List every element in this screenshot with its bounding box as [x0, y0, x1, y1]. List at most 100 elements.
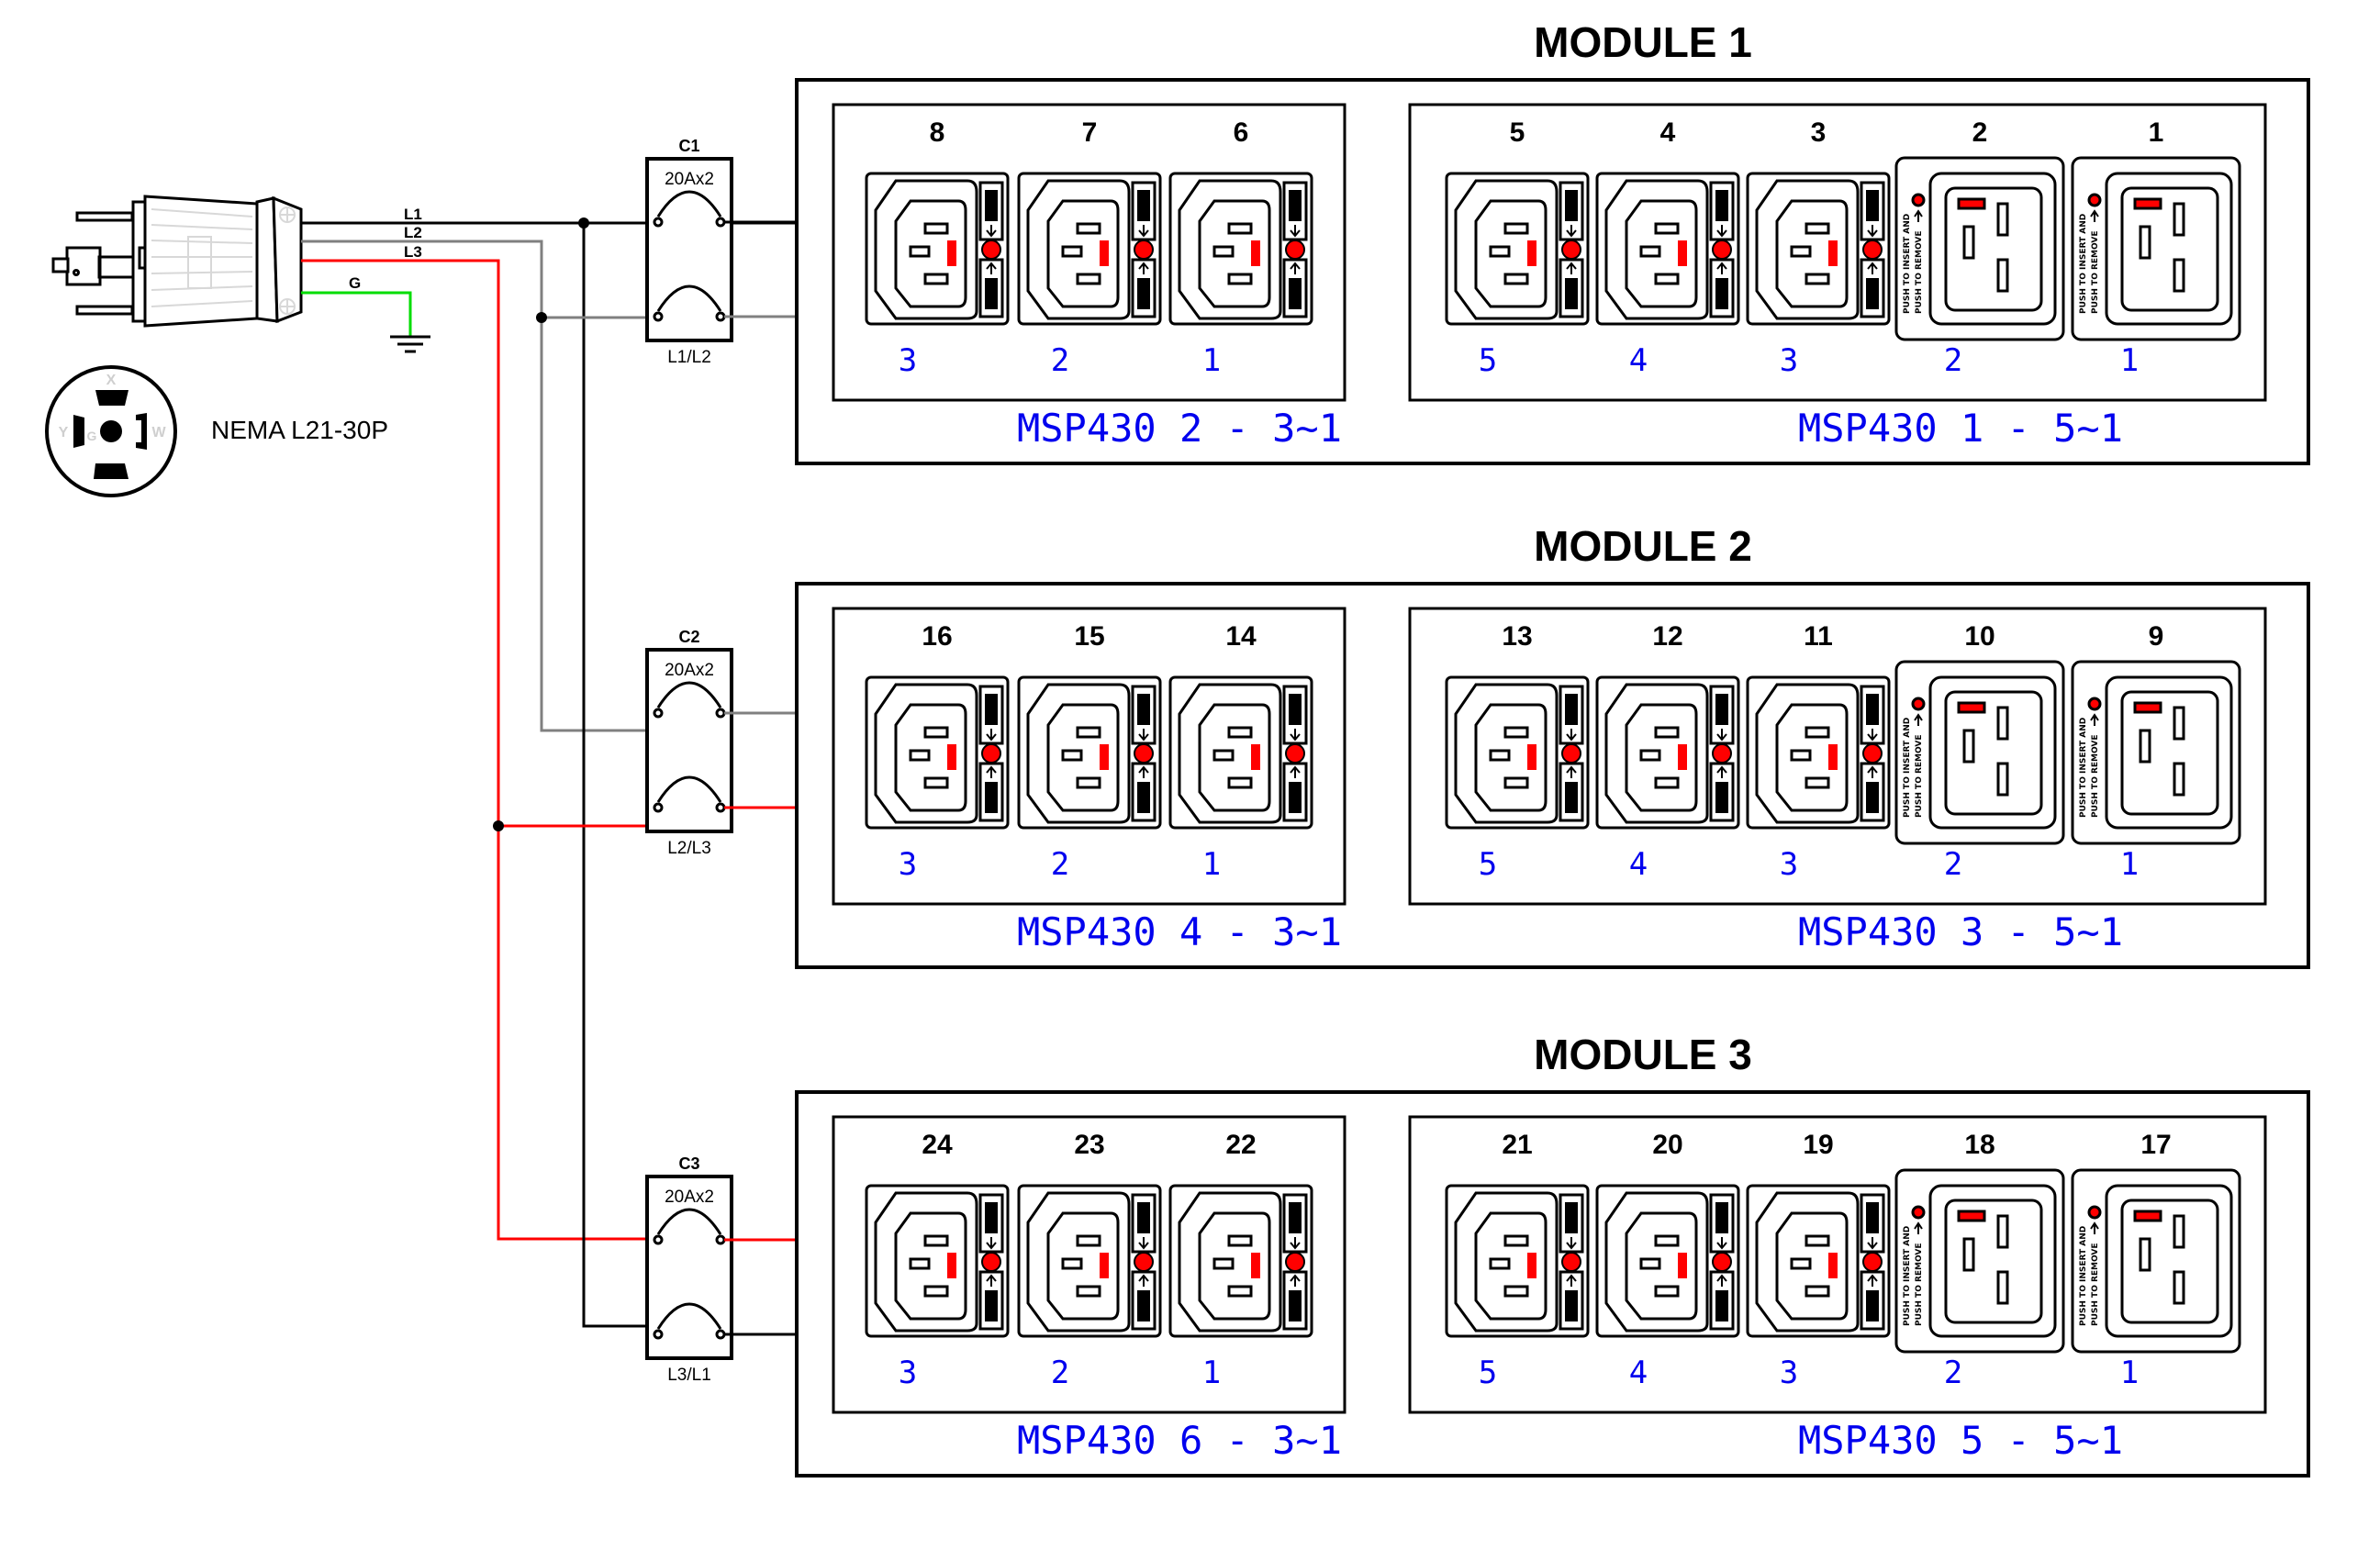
outlet-23[interactable]: 232: [1017, 1130, 1162, 1391]
outlet-20[interactable]: 204: [1595, 1130, 1740, 1391]
ground-pin-marker: [947, 1253, 956, 1278]
outlet-4[interactable]: 44: [1595, 117, 1740, 379]
nema-receptacle-face-icon: [45, 365, 177, 497]
ground-pin-marker: [1527, 744, 1536, 770]
nema-face-label-w: W: [151, 425, 166, 440]
arrow-down-icon: [1566, 1237, 1577, 1250]
c19-latch-text: PUSH TO REMOVE: [2091, 734, 2100, 818]
c19-latch-text: PUSH TO REMOVE: [2091, 230, 2100, 314]
breaker-terminal: [653, 1234, 664, 1245]
outlet-24[interactable]: 243: [865, 1130, 1010, 1391]
outlet-21[interactable]: 215: [1445, 1130, 1590, 1391]
breaker-phases: L3/L1: [667, 1366, 711, 1385]
breaker-terminal: [715, 708, 726, 719]
outlet-number: 8: [930, 117, 945, 148]
breaker-name: C2: [678, 628, 699, 646]
controller-label: MSP430 3 - 5~1: [1798, 909, 2123, 954]
arrow-down-icon: [1867, 225, 1878, 238]
status-led-icon: [1285, 743, 1305, 764]
arrow-up-icon: [1566, 1274, 1577, 1287]
arrow-up-icon: [1914, 713, 1923, 726]
outlet-channel: 3: [1780, 846, 1798, 883]
breaker-contact-arc: [656, 775, 722, 803]
outlet-12[interactable]: 124: [1595, 621, 1740, 883]
outlet-8[interactable]: 83: [865, 117, 1010, 379]
module-enclosure: [795, 582, 2310, 969]
outlet-number: 17: [2140, 1130, 2171, 1160]
arrow-down-icon: [1138, 729, 1149, 742]
outlet-5[interactable]: 55: [1445, 117, 1590, 379]
ground-pin-marker: [1251, 744, 1260, 770]
arrow-down-icon: [1290, 225, 1301, 238]
status-led-icon: [1712, 743, 1732, 764]
outlet-bank-frame: [832, 103, 1346, 402]
wire-label-l3: L3: [404, 243, 422, 261]
outlet-number: 7: [1082, 117, 1098, 148]
arrow-down-icon: [986, 1237, 997, 1250]
status-led-icon: [1911, 1205, 1926, 1220]
breaker-body: [645, 157, 733, 342]
c19-frame: [1894, 156, 2065, 341]
outlet-channel: 3: [899, 1355, 917, 1391]
arrow-down-icon: [986, 225, 997, 238]
outlet-bank-frame: [1408, 607, 2267, 906]
ground-pin-marker: [1678, 1253, 1687, 1278]
status-led-icon: [2087, 1205, 2102, 1220]
ground-pin-marker: [1828, 240, 1838, 266]
breaker-body: [645, 1175, 733, 1360]
outlet-6[interactable]: 61: [1168, 117, 1313, 379]
outlet-channel: 2: [1051, 846, 1069, 883]
arrow-up-icon: [1867, 262, 1878, 274]
arrow-up-icon: [1716, 1274, 1727, 1287]
controller-label: MSP430 1 - 5~1: [1798, 406, 2123, 451]
ground-pin-marker: [1527, 240, 1536, 266]
outlet-channel: 4: [1629, 342, 1648, 379]
outlet-7[interactable]: 72: [1017, 117, 1162, 379]
c19-latch-text: PUSH TO INSERT AND: [1903, 718, 1912, 818]
ground-pin-marker: [947, 240, 956, 266]
outlet-22[interactable]: 221: [1168, 1130, 1313, 1391]
ground-pin-marker: [1100, 744, 1109, 770]
outlet-19[interactable]: 193: [1746, 1130, 1891, 1391]
outlet-16[interactable]: 163: [865, 621, 1010, 883]
outlet-13[interactable]: 135: [1445, 621, 1590, 883]
arrow-up-icon: [2090, 1221, 2099, 1234]
outlet-channel: 2: [1944, 846, 1962, 883]
breaker-terminal: [715, 217, 726, 228]
outlet-14[interactable]: 141: [1168, 621, 1313, 883]
outlet-channel: 3: [899, 846, 917, 883]
c19-latch-text: PUSH TO INSERT AND: [2079, 214, 2088, 314]
outlet-15[interactable]: 152: [1017, 621, 1162, 883]
status-led-icon: [1561, 240, 1581, 260]
arrow-up-icon: [2090, 209, 2099, 222]
ground-pin-marker: [1678, 744, 1687, 770]
breaker-terminal: [653, 311, 664, 322]
ground-pin-marker: [1957, 701, 1986, 714]
wire-l3: [301, 259, 657, 1241]
wire-ground: [301, 291, 412, 336]
outlet-11[interactable]: 113: [1746, 621, 1891, 883]
outlet-channel: 1: [1202, 846, 1221, 883]
breaker-terminal: [715, 802, 726, 813]
arrow-down-icon: [1716, 225, 1727, 238]
outlet-3[interactable]: 33: [1746, 117, 1891, 379]
outlet-number: 9: [2149, 621, 2164, 652]
c19-latch-text: PUSH TO REMOVE: [2091, 1243, 2100, 1326]
arrow-up-icon: [1716, 765, 1727, 778]
status-led-icon: [1285, 1252, 1305, 1272]
ground-pin-marker: [1100, 1253, 1109, 1278]
breaker-phases: L1/L2: [667, 348, 711, 367]
